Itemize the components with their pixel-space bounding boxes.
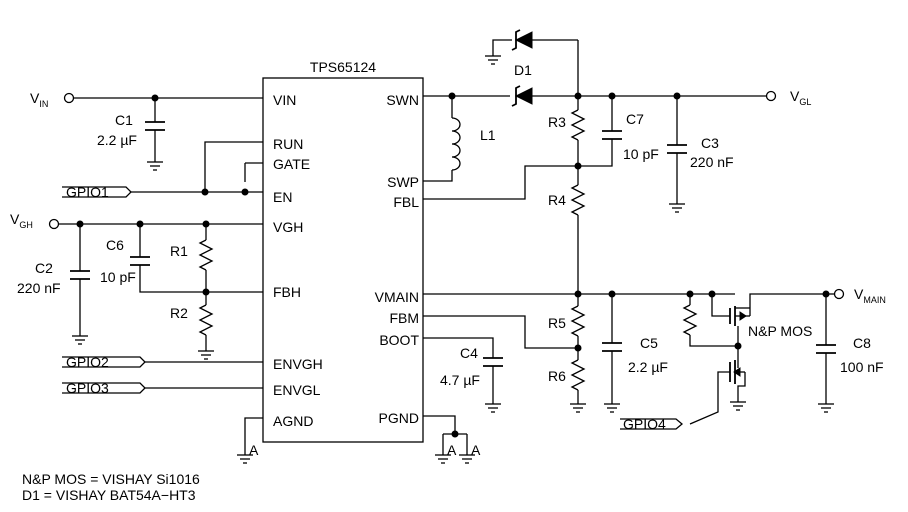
- boot-net: C4 4.7 µF: [423, 337, 503, 413]
- note-diode: D1 = VISHAY BAT54A−HT3: [22, 487, 196, 503]
- pin-fbm: FBM: [389, 310, 419, 326]
- c3-value: 220 nF: [690, 154, 734, 170]
- np-mos-switch: GPIO4 N&P MOS: [620, 293, 820, 432]
- pin-envgh: ENVGH: [273, 356, 323, 372]
- gpio2-label: GPIO2: [66, 354, 109, 370]
- gpio4-label: GPIO4: [623, 416, 666, 432]
- c4-value: 4.7 µF: [440, 372, 480, 388]
- vgh-label: VGH: [10, 211, 33, 230]
- envg-net: GPIO2 GPIO3: [62, 354, 263, 396]
- gpio3-label: GPIO3: [66, 380, 109, 396]
- pin-gate: GATE: [273, 156, 310, 172]
- vin-label: VIN: [30, 90, 48, 109]
- fbl-net: R4: [423, 165, 586, 294]
- pin-vmain: VMAIN: [375, 289, 419, 305]
- pgnd-ground-label-1: A: [447, 442, 457, 458]
- pgnd-ground-label-2: A: [471, 442, 481, 458]
- c5-value: 2.2 µF: [628, 359, 668, 375]
- vgl-label: VGL: [790, 88, 811, 107]
- vgl-net: VGL R3 C7 10 pF C3 220 nF: [548, 88, 811, 213]
- pin-fbh: FBH: [273, 284, 301, 300]
- l1-ref: L1: [480, 127, 496, 143]
- agnd-ground-label: A: [249, 442, 259, 458]
- pin-swn: SWN: [386, 92, 419, 108]
- pin-en: EN: [273, 189, 292, 205]
- r6-ref: R6: [548, 368, 566, 384]
- ic-tps65124: TPS65124 VIN RUN GATE EN VGH FBH ENVGH E…: [262, 59, 424, 443]
- vmain-label: VMAIN: [854, 286, 886, 305]
- pin-vin: VIN: [273, 92, 296, 108]
- c6-value: 10 pF: [100, 269, 136, 285]
- mos-label: N&P MOS: [748, 323, 812, 339]
- c2-ref: C2: [35, 260, 53, 276]
- c1-value: 2.2 µF: [97, 132, 137, 148]
- pin-fbl: FBL: [393, 194, 419, 210]
- pin-run: RUN: [273, 136, 303, 152]
- pgnd-net: A A: [423, 415, 481, 464]
- agnd-net: A: [236, 417, 263, 464]
- vgh-net: VGH C2 220 nF C6 10 pF R1 R2: [10, 211, 263, 360]
- c7-value: 10 pF: [623, 146, 659, 162]
- en-net: GPIO1: [62, 141, 263, 200]
- pin-envgl: ENVGL: [273, 382, 321, 398]
- c6-ref: C6: [106, 237, 124, 253]
- vmain-output: VMAIN C8 100 nF: [816, 286, 886, 413]
- c4-ref: C4: [460, 345, 478, 361]
- r2-ref: R2: [170, 305, 188, 321]
- vmain-net: R5 R6 C5 2.2 µF: [423, 290, 735, 413]
- r5-ref: R5: [548, 315, 566, 331]
- c8-ref: C8: [853, 335, 871, 351]
- r3-ref: R3: [548, 114, 566, 130]
- swn-net: L1 D1: [423, 29, 579, 182]
- pin-agnd: AGND: [273, 413, 313, 429]
- c3-ref: C3: [701, 135, 719, 151]
- d1-ref: D1: [514, 62, 532, 78]
- pin-vgh: VGH: [273, 219, 303, 235]
- c7-ref: C7: [626, 111, 644, 127]
- note-mos: N&P MOS = VISHAY Si1016: [22, 471, 200, 487]
- r4-ref: R4: [548, 192, 566, 208]
- r1-ref: R1: [170, 243, 188, 259]
- c5-ref: C5: [640, 335, 658, 351]
- gpio1-label: GPIO1: [66, 184, 109, 200]
- c8-value: 100 nF: [840, 359, 884, 375]
- ic-name: TPS65124: [310, 59, 376, 75]
- c2-value: 220 nF: [17, 280, 61, 296]
- pin-boot: BOOT: [379, 332, 419, 348]
- c1-ref: C1: [115, 112, 133, 128]
- pin-pgnd: PGND: [379, 410, 419, 426]
- vin-net: VIN C1 2.2 µF: [30, 90, 263, 171]
- pin-swp: SWP: [387, 174, 419, 190]
